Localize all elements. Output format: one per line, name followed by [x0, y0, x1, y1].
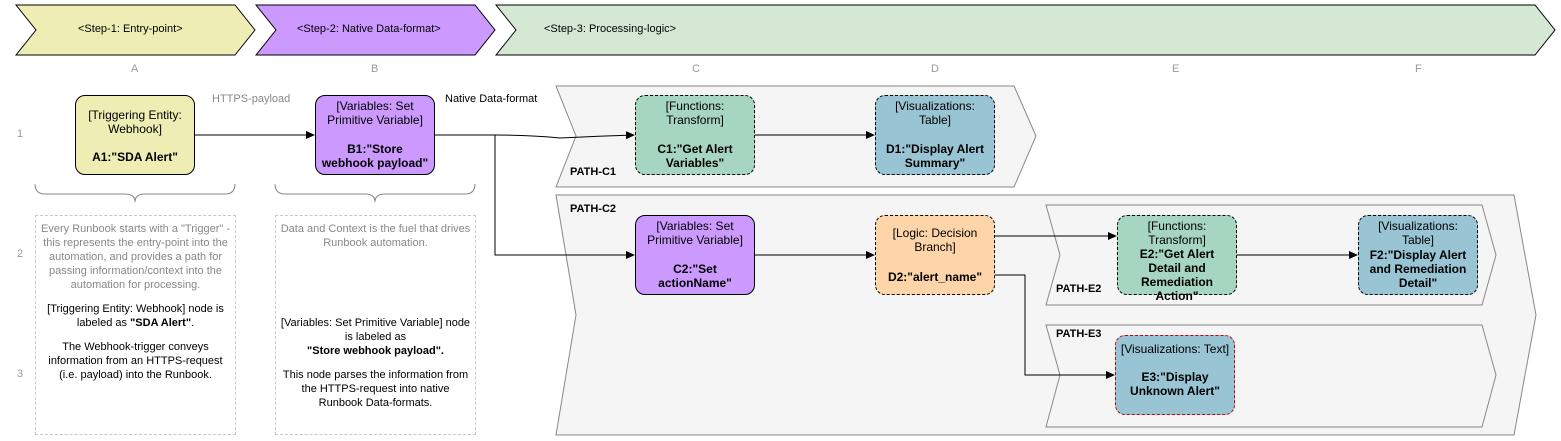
- column-letter-b: B: [371, 63, 379, 75]
- note-b-label-sentence: [Variables: Set Primitive Variable] node…: [280, 316, 471, 358]
- node-d1-label: D1:"Display Alert Summary": [886, 142, 984, 170]
- node-b1-label: B1:"Store webhook payload": [321, 142, 429, 170]
- note-column-b: Data and Context is the fuel that drives…: [275, 215, 476, 435]
- node-c1-header: [Functions: Transform]: [665, 99, 725, 127]
- path-c2-label: PATH-C2: [570, 203, 617, 215]
- node-d1-header: [Visualizations: Table]: [895, 99, 975, 127]
- note-a-label-pre: [Triggering Entity: Webhook] node is lab…: [47, 303, 224, 329]
- note-b-label-bold: "Store webhook payload".: [307, 345, 444, 357]
- edge-b1-c2: [435, 134, 635, 259]
- node-d2-label: D2:"alert_name": [887, 270, 983, 284]
- edge-d2-e3: [995, 274, 1115, 379]
- path-e3-container: [1045, 324, 1497, 428]
- node-f2-label: F2:"Display Alert and Remediation Detail…: [1369, 248, 1467, 290]
- note-b-intro: Data and Context is the fuel that drives…: [280, 223, 471, 249]
- note-a-label-post: .: [191, 317, 195, 329]
- node-a1-label: A1:"SDA Alert": [92, 150, 178, 164]
- node-d1-display-alert-summary[interactable]: [Visualizations: Table] D1:"Display Aler…: [875, 95, 995, 175]
- column-letter-f: F: [1415, 63, 1422, 75]
- node-c2-set-actionname[interactable]: [Variables: Set Primitive Variable] C2:"…: [635, 215, 755, 295]
- node-b1-header: [Variables: Set Primitive Variable]: [327, 99, 423, 127]
- brace-b: [274, 183, 476, 203]
- node-c1-get-alert-variables[interactable]: [Functions: Transform] C1:"Get Alert Var…: [635, 95, 755, 175]
- node-e2-get-alert-detail[interactable]: [Functions: Transform] E2:"Get Alert Det…: [1117, 215, 1237, 303]
- step-2-label: <Step-2: Native Data-format>: [297, 23, 441, 35]
- column-letter-c: C: [692, 63, 700, 75]
- node-e2-label: E2:"Get Alert Detail and Remediation Act…: [1139, 247, 1215, 303]
- row-number-1: 1: [17, 128, 24, 140]
- column-letter-e: E: [1172, 63, 1180, 75]
- step-3-label: <Step-3: Processing-logic>: [544, 23, 677, 35]
- edge-b1-c1: [435, 131, 635, 140]
- edge-label-https-payload: HTTPS-payload: [212, 93, 291, 105]
- note-a-intro: Every Runbook starts with a "Trigger" - …: [41, 223, 230, 291]
- node-e3-display-unknown-alert[interactable]: [Visualizations: Text] E3:"Display Unkno…: [1115, 335, 1235, 415]
- note-b-label-pre: [Variables: Set Primitive Variable] node…: [280, 317, 471, 343]
- note-column-a: Every Runbook starts with a "Trigger" - …: [35, 215, 236, 435]
- note-a-description: The Webhook-trigger conveys information …: [48, 341, 223, 381]
- node-e2-header: [Functions: Transform]: [1147, 219, 1207, 247]
- node-a1-sda-alert[interactable]: [Triggering Entity: Webhook] A1:"SDA Ale…: [75, 95, 195, 175]
- column-letter-d: D: [931, 63, 939, 75]
- node-f2-header: [Visualizations: Table]: [1378, 219, 1458, 247]
- node-e3-header: [Visualizations: Text]: [1120, 342, 1230, 356]
- note-b-description: This node parses the information from th…: [282, 369, 469, 409]
- step-1-label: <Step-1: Entry-point>: [78, 23, 183, 35]
- edge-label-native-data-format: Native Data-format: [445, 93, 538, 105]
- node-c2-header: [Variables: Set Primitive Variable]: [647, 219, 743, 247]
- node-c2-label: C2:"Set actionName": [658, 262, 732, 290]
- path-e3-label: PATH-E3: [1056, 328, 1102, 340]
- node-d2-alert-name-decision[interactable]: [Logic: Decision Branch] D2:"alert_name": [875, 215, 995, 295]
- node-c1-label: C1:"Get Alert Variables": [657, 142, 733, 170]
- step-1-chevron: [14, 4, 256, 56]
- path-c1-label: PATH-C1: [570, 166, 617, 178]
- row-number-3: 3: [17, 368, 24, 380]
- brace-a: [34, 183, 236, 203]
- node-a1-header: [Triggering Entity: Webhook]: [88, 108, 182, 136]
- note-a-label-sentence: [Triggering Entity: Webhook] node is lab…: [40, 302, 231, 330]
- path-e2-label: PATH-E2: [1056, 283, 1102, 295]
- node-d2-header: [Logic: Decision Branch]: [892, 226, 978, 254]
- node-f2-display-alert-detail[interactable]: [Visualizations: Table] F2:"Display Aler…: [1358, 215, 1478, 295]
- step-3-chevron: [494, 4, 1556, 56]
- node-b1-store-webhook-payload[interactable]: [Variables: Set Primitive Variable] B1:"…: [315, 95, 435, 175]
- step-2-chevron: [254, 4, 496, 56]
- row-number-2: 2: [17, 248, 24, 260]
- column-letter-a: A: [131, 63, 139, 75]
- node-e3-label: E3:"Display Unknown Alert": [1130, 370, 1220, 398]
- note-a-label-bold: "SDA Alert": [130, 317, 192, 329]
